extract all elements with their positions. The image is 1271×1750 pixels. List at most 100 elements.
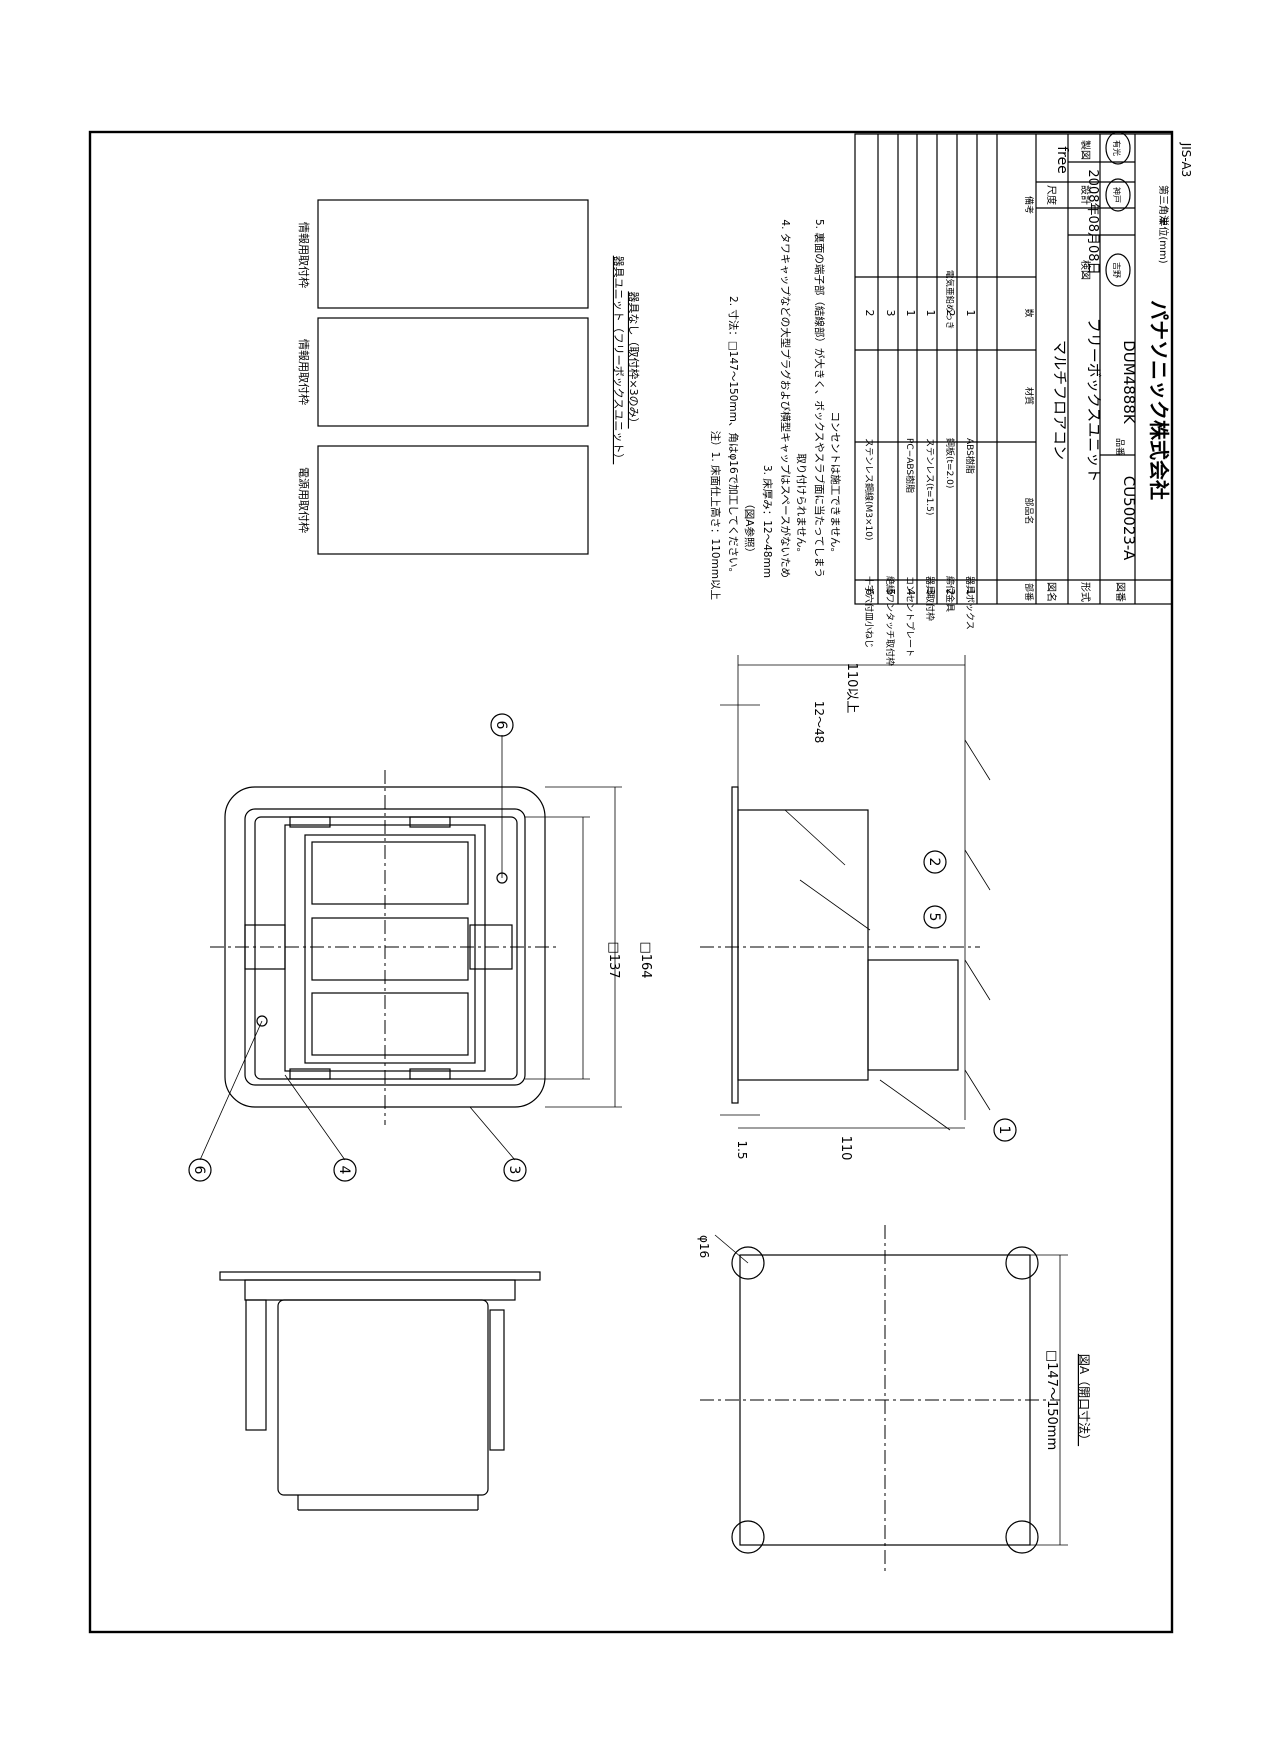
frame-1-label: 電源用取付枠	[297, 467, 311, 533]
dim-corner: φ16	[697, 1235, 711, 1258]
row-name: 器具ボックス	[964, 576, 975, 630]
note-line: コンセントは施工できません。	[829, 411, 842, 558]
row-no: 6	[863, 589, 876, 596]
row-name: 器具取付枠	[924, 576, 936, 621]
row-no: 5	[884, 589, 897, 596]
dim-depth-min: 110以上	[844, 663, 859, 714]
company-name: パナソニック株式会社	[1147, 300, 1171, 500]
drafter-label: 製図	[1079, 140, 1092, 160]
title-info: 図名 マルチフロアコン 形式 フリーボックスユニット 図番 CU50023-A …	[1045, 131, 1193, 602]
header-material: 材質	[1023, 387, 1035, 405]
date: 2008年08月08日	[1085, 169, 1100, 274]
row-no: 3	[924, 589, 937, 596]
balloon-2-text: 2	[926, 858, 942, 867]
note-line: （図A参照）	[743, 498, 756, 558]
dim-inner: □137	[606, 941, 621, 978]
part-no-label: 品番	[1114, 438, 1126, 456]
frame-3-label: 情報用取付枠	[297, 222, 311, 288]
row-no: 2	[944, 589, 957, 596]
balloon-4	[333, 1158, 357, 1182]
row-qty: 2	[944, 310, 957, 317]
scale-label: 尺度	[1045, 185, 1058, 205]
header-note: 備考	[1023, 196, 1035, 214]
screw-hole	[256, 1015, 268, 1027]
approver-label: 検図	[1079, 260, 1092, 280]
frame-1	[317, 199, 589, 309]
drawing-name: マルチフロアコン	[1051, 340, 1069, 460]
balloon-5	[923, 905, 947, 929]
part-no: DUM4888K	[1120, 340, 1138, 425]
dim-outer: □164	[638, 941, 653, 978]
balloon-4-text: 4	[336, 1166, 352, 1175]
scale: free	[1054, 146, 1070, 174]
dim-opening: □147〜150mm	[1044, 1350, 1059, 1450]
balloon-5-text: 5	[926, 913, 942, 922]
balloon-6a-text: 6	[191, 1166, 207, 1175]
figure-a-opening: φ16 □147〜150mm 図A（開口寸法）	[697, 1225, 1091, 1575]
note-line: 5. 裏面の端子部（結線部）が大きく、ボックスやスラブ面に当たってしまう	[813, 219, 826, 578]
row-material: ステンレス鋼線(M3×10)	[863, 438, 875, 541]
balloon-6b-text: 6	[493, 721, 509, 730]
approver-stamp	[1105, 253, 1131, 287]
row-material: 鋼板(t=2.0)	[944, 438, 956, 488]
row-name: 絶縁ワンタッチ取付枠	[884, 576, 896, 666]
title-block	[854, 133, 1173, 605]
row-note: 電気亜鉛めっき	[944, 270, 955, 330]
balloon-3	[503, 1158, 527, 1182]
balloons: 6 4 3 6 2 5 1	[188, 713, 1017, 1182]
balloon-6b	[490, 713, 514, 737]
outlet-slot-1	[311, 841, 469, 905]
row-qty: 1	[904, 310, 917, 317]
designer-label: 設計	[1079, 185, 1092, 205]
accessory-frames: 情報用取付枠 情報用取付枠 電源用取付枠 器具ユニット（フリーボックスユニット）…	[297, 199, 641, 555]
outlet-slot-3	[311, 992, 469, 1056]
outlet-slot-2	[311, 917, 469, 981]
parts-table: 部番 部品名 材質 数 備考 6 十字穴付皿小ねじ ステンレス鋼線(M3×10)…	[863, 196, 1035, 666]
balloon-3-text: 3	[506, 1166, 522, 1175]
row-material: ステンレス(t=1.5)	[924, 438, 935, 515]
drawing-no-label: 図番	[1114, 582, 1126, 602]
model: フリーボックスユニット	[1085, 318, 1103, 483]
dim-depth: 110	[838, 1136, 853, 1161]
section-view: 110以上 12〜48 110 1.5	[700, 655, 991, 1161]
figure-a-label: 図A（開口寸法）	[1077, 1354, 1091, 1446]
side-view	[219, 1271, 541, 1511]
row-material: ABS樹脂	[964, 438, 976, 474]
frame-2-label: 情報用取付枠	[297, 339, 311, 405]
drafter-stamp-name: 有光	[1112, 140, 1122, 156]
designer-stamp	[1105, 178, 1131, 212]
row-no: 4	[904, 589, 917, 596]
balloon-2	[923, 850, 947, 874]
balloon-6a	[188, 1158, 212, 1182]
frame-2	[317, 317, 589, 427]
paper-size: JIS-A3	[1179, 142, 1193, 178]
row-qty: 1	[964, 310, 977, 317]
frame-3	[317, 445, 589, 555]
note-line: 取り付けられません。	[795, 453, 808, 558]
balloon-1-text: 1	[996, 1126, 1012, 1135]
top-view: □137 □164	[199, 735, 653, 1161]
row-name: 締付金具	[944, 576, 956, 612]
row-material: PC−ABS樹脂	[904, 438, 916, 493]
accessory-title: 器具ユニット（フリーボックスユニット）	[612, 256, 625, 465]
header-no: 部番	[1023, 583, 1035, 601]
drafter-stamp	[1105, 131, 1131, 165]
row-qty: 2	[863, 310, 876, 317]
designer-stamp-name: 神戸	[1112, 187, 1122, 203]
dim-plate: 1.5	[735, 1140, 749, 1159]
drawing-border	[88, 130, 1174, 1634]
dim-floor-thickness: 12〜48	[812, 701, 826, 744]
row-qty: 1	[924, 310, 937, 317]
model-label: 形式	[1079, 582, 1092, 602]
row-no: 1	[964, 589, 977, 596]
approver-stamp-name: 吉野	[1112, 262, 1121, 278]
notes: 注）1. 床面仕上高さ：110mm以上 2. 寸法：□147〜150mm、角はφ…	[709, 219, 842, 600]
projection-label: 第三角法	[1157, 185, 1170, 225]
note-line: 注）1. 床面仕上高さ：110mm以上	[709, 431, 722, 600]
row-name: コンセントプレート	[904, 576, 915, 657]
header-qty: 数	[1023, 308, 1035, 317]
note-line: 3. 床厚み：12〜48mm	[761, 465, 774, 578]
drawing-no: CU50023-A	[1120, 476, 1138, 561]
